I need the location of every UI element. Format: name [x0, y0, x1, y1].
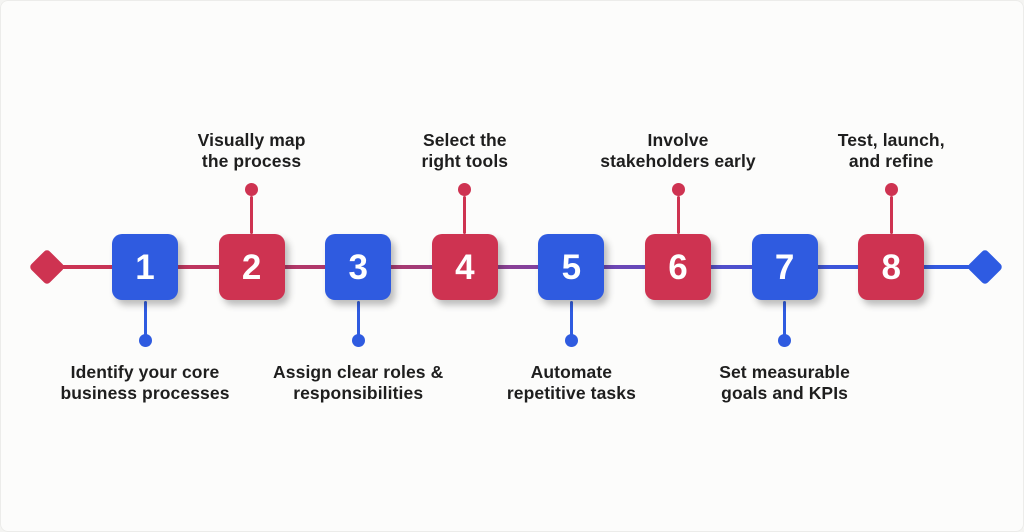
- step-number: 7: [774, 247, 795, 287]
- right-endpoint-diamond-icon: [966, 248, 1004, 286]
- step-connector-line: [356, 301, 360, 336]
- step-label-above: Select the right tools: [421, 130, 509, 171]
- step-label-below: Set measurable goals and KPIs: [719, 362, 850, 403]
- step-connector-line: [783, 301, 787, 336]
- step-label-above: Involve stakeholders early: [600, 130, 756, 171]
- step-box-4: 4: [431, 234, 498, 300]
- step-connector-dot-icon: [671, 183, 685, 196]
- step-connector-dot-icon: [138, 334, 152, 347]
- step-connector-line: [676, 196, 680, 234]
- step-label-below: Automate repetitive tasks: [506, 362, 636, 403]
- step-number: 3: [348, 247, 368, 287]
- step-label-below: Assign clear roles & responsibilities: [273, 362, 444, 403]
- step-number: 5: [561, 247, 582, 287]
- step-connector-line: [250, 196, 254, 234]
- step-connector-dot-icon: [564, 334, 578, 347]
- step-box-6: 6: [645, 234, 711, 300]
- step-box-5: 5: [538, 234, 605, 300]
- step-number: 2: [241, 247, 262, 287]
- step-number: 4: [455, 247, 475, 287]
- step-label-above: Test, launch, and refine: [837, 130, 945, 171]
- step-connector-dot-icon: [245, 183, 259, 196]
- step-connector-line: [889, 196, 893, 234]
- step-box-1: 1: [112, 234, 178, 300]
- step-connector-line: [569, 301, 573, 336]
- left-endpoint-diamond-icon: [28, 248, 66, 286]
- step-box-8: 8: [858, 234, 925, 300]
- step-connector-dot-icon: [778, 334, 792, 347]
- step-label-below: Identify your core business processes: [60, 362, 230, 403]
- step-label-above: Visually map the process: [197, 130, 306, 171]
- step-connector-line: [463, 196, 467, 234]
- step-number: 1: [135, 247, 155, 287]
- timeline-main-line: [47, 265, 985, 269]
- step-connector-dot-icon: [884, 183, 898, 196]
- step-connector-line: [143, 301, 147, 336]
- step-connector-dot-icon: [458, 183, 472, 196]
- step-box-7: 7: [751, 234, 818, 300]
- step-connector-dot-icon: [351, 334, 365, 347]
- step-number: 6: [668, 247, 688, 287]
- step-box-3: 3: [325, 234, 392, 300]
- step-number: 8: [881, 247, 901, 287]
- step-box-2: 2: [218, 234, 285, 300]
